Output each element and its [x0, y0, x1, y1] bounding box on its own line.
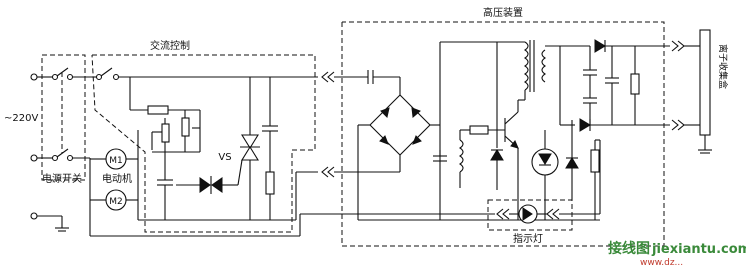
supply-voltage-label: ~220V [4, 113, 38, 124]
oscillator-circuit [433, 40, 600, 220]
ion-collector-label: 离子收集盒 [717, 44, 729, 89]
watermark: 接线图 jiexiantu.com www.dz... [608, 240, 746, 268]
watermark-url-small: www.dz... [640, 258, 683, 268]
hv-multiplier [545, 39, 670, 132]
motor-m1-text: M1 [109, 156, 123, 166]
ion-collector: 离子收集盒 [698, 29, 729, 154]
connector-lower [321, 155, 401, 178]
motor-m2-text: M2 [109, 197, 123, 207]
motor-m2: M2 [105, 189, 127, 211]
watermark-url: jiexiantu.com [651, 242, 746, 257]
watermark-site: 接线图 [608, 240, 650, 257]
output-connectors [671, 40, 700, 131]
power-input [30, 67, 318, 232]
power-switch-label: 电源开关 [42, 172, 82, 185]
motor-m1: M1 [105, 148, 127, 170]
indicator-lamp [299, 139, 601, 236]
power-switch-boundary [41, 54, 86, 181]
high-voltage-unit-boundary [341, 21, 665, 247]
connector-upper [321, 70, 401, 95]
ac-control-circuit [129, 77, 318, 220]
ac-control-boundary [91, 54, 316, 233]
ac-control-label: 交流控制 [150, 39, 190, 52]
high-voltage-unit-label: 高压装置 [483, 6, 523, 19]
triac-label: VS [218, 152, 231, 163]
motor-wiring [89, 130, 300, 237]
motor-label: 电动机 [102, 172, 132, 185]
bridge-rectifier [357, 42, 600, 221]
indicator-lamp-label: 指示灯 [513, 232, 543, 245]
